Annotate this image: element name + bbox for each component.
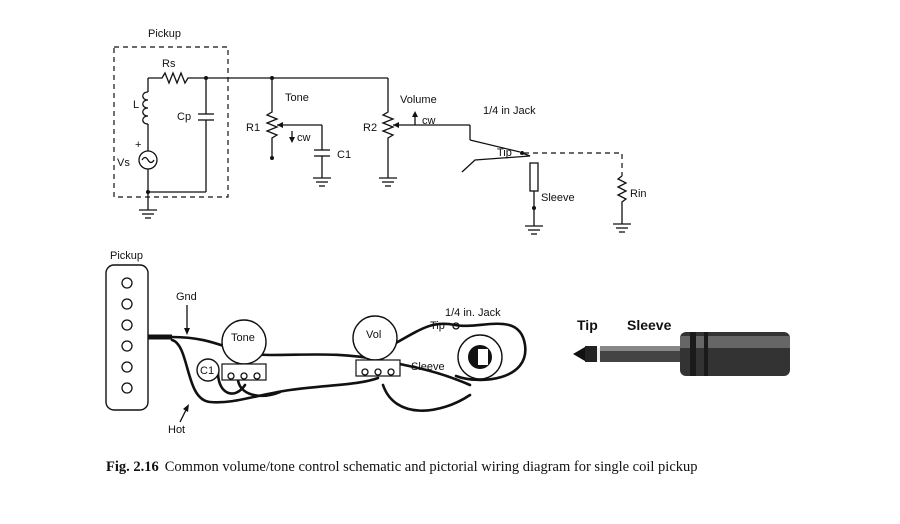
schematic: Pickup Rs L + Vs Cp Tone R bbox=[113, 28, 647, 235]
r1-resistor bbox=[265, 78, 279, 158]
plus-label: + bbox=[135, 139, 141, 151]
r2-resistor bbox=[381, 78, 395, 178]
pole-piece bbox=[121, 382, 133, 394]
caption-text: Common volume/tone control schematic and… bbox=[164, 459, 698, 475]
r2-label: R2 bbox=[363, 122, 377, 134]
volume-label: Volume bbox=[400, 94, 437, 106]
rs-label: Rs bbox=[162, 58, 176, 70]
tone-label-pictorial: Tone bbox=[231, 332, 255, 344]
cap-wire bbox=[216, 370, 247, 395]
pickup-box bbox=[113, 46, 229, 198]
cp-label: Cp bbox=[177, 111, 191, 123]
plug-illustration: Tip Sleeve bbox=[573, 317, 790, 376]
cw2-label: cw bbox=[422, 115, 436, 127]
cw1-label: cw bbox=[297, 132, 311, 144]
rs-resistor bbox=[148, 71, 272, 85]
vol-label-pictorial: Vol bbox=[366, 329, 381, 341]
tone-label: Tone bbox=[285, 92, 309, 104]
pole-piece bbox=[121, 298, 133, 310]
c1-label: C1 bbox=[337, 149, 351, 161]
plug-sleeve-label: Sleeve bbox=[627, 317, 672, 333]
vol-to-jack-wire bbox=[381, 383, 472, 412]
tone-pot-lugs bbox=[221, 363, 267, 381]
pole-piece bbox=[121, 340, 133, 352]
pole-piece bbox=[121, 277, 133, 289]
jack-label-schematic: 1/4 in Jack bbox=[483, 105, 536, 117]
pickup-label: Pickup bbox=[148, 28, 181, 40]
inductor-l bbox=[142, 91, 149, 125]
r1-label: R1 bbox=[246, 122, 260, 134]
vs-label: Vs bbox=[117, 157, 130, 169]
sleeve-label-pictorial: Sleeve bbox=[411, 361, 445, 373]
gnd-label: Gnd bbox=[176, 291, 197, 303]
pickup-body bbox=[105, 264, 149, 411]
pole-piece bbox=[121, 319, 133, 331]
tip-wire bbox=[378, 322, 527, 382]
rin-resistor bbox=[616, 175, 628, 224]
c1-label-pictorial: C1 bbox=[200, 365, 214, 377]
wiring-diagram: Pickup Rs L + Vs Cp Tone R bbox=[105, 28, 790, 436]
sleeve-label-schematic: Sleeve bbox=[541, 192, 575, 204]
tip-label-schematic: Tip bbox=[497, 147, 512, 159]
hot-label: Hot bbox=[168, 424, 185, 436]
jack-label-pictorial: 1/4 in. Jack bbox=[445, 307, 501, 319]
c1-capacitor-pictorial bbox=[196, 358, 220, 382]
pole-piece bbox=[121, 361, 133, 373]
figure-number: Fig. 2.16 bbox=[106, 459, 159, 475]
pictorial: Pickup Gnd Hot Tone C1 Vo bbox=[105, 250, 527, 436]
plug-tip-label: Tip bbox=[577, 317, 598, 333]
pickup-label-pictorial: Pickup bbox=[110, 250, 143, 262]
tip-label-pictorial: Tip bbox=[430, 320, 445, 332]
sleeve-contact bbox=[529, 162, 539, 192]
rin-label: Rin bbox=[630, 188, 647, 200]
l-label: L bbox=[133, 99, 139, 111]
ground-wire-2 bbox=[236, 378, 282, 397]
hot-wire bbox=[170, 338, 380, 404]
figure-caption: Fig. 2.16 Common volume/tone control sche… bbox=[106, 458, 806, 477]
vol-pot-lugs bbox=[355, 359, 401, 377]
